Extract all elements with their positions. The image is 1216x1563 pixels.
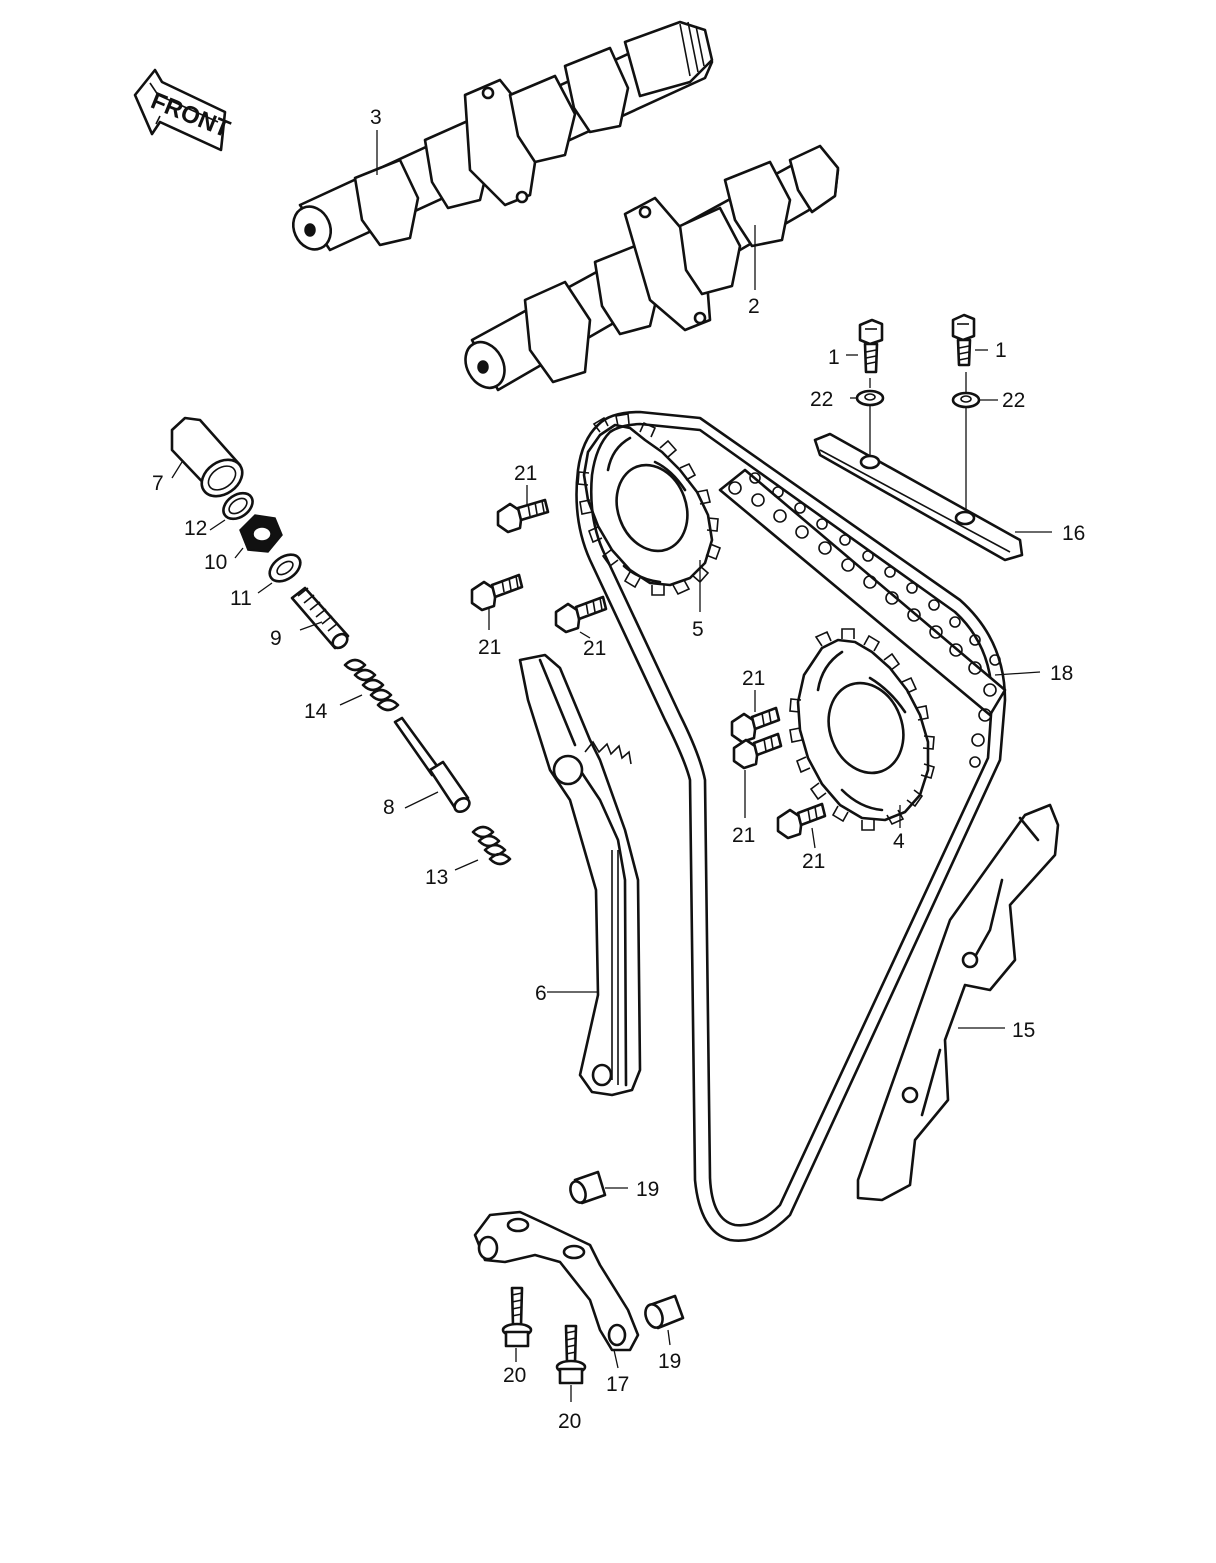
callout-13: 13 xyxy=(425,866,448,889)
callout-16: 16 xyxy=(1062,522,1085,545)
bolt-21-c xyxy=(554,595,608,634)
callout-21-b: 21 xyxy=(478,636,501,659)
callout-19-lower: 19 xyxy=(658,1350,681,1373)
bolt-21-f xyxy=(776,802,827,840)
callout-20-left: 20 xyxy=(503,1364,526,1387)
bolt-1-left xyxy=(858,318,884,374)
sprocket-5 xyxy=(577,413,722,596)
push-rod-8 xyxy=(393,716,471,814)
bolt-21-a xyxy=(496,498,550,534)
washer-22-left xyxy=(855,389,885,407)
leader-lines xyxy=(171,130,1052,1402)
callout-18: 18 xyxy=(1050,662,1073,685)
callout-5: 5 xyxy=(692,618,704,641)
callout-7: 7 xyxy=(152,472,164,495)
spring-14 xyxy=(343,658,400,712)
chain-guide-15 xyxy=(856,803,1060,1202)
chain-guide-16 xyxy=(813,432,1024,562)
callout-21-e: 21 xyxy=(732,824,755,847)
washer-22-right xyxy=(951,391,981,409)
tensioner-cap-7 xyxy=(170,416,244,498)
callout-1-left: 1 xyxy=(828,346,840,369)
callout-21-f: 21 xyxy=(802,850,825,873)
callout-3: 3 xyxy=(370,106,382,129)
washer-11 xyxy=(268,553,302,583)
bracket-17 xyxy=(473,1210,640,1352)
callout-11: 11 xyxy=(230,587,252,610)
cam-chain-18 xyxy=(575,410,1007,1242)
callout-14: 14 xyxy=(304,700,328,723)
bolt-21-d xyxy=(730,706,781,744)
bolt-1-right xyxy=(951,313,976,367)
callout-22-right: 22 xyxy=(1002,389,1025,412)
callout-6: 6 xyxy=(535,982,547,1005)
bolt-20-right xyxy=(555,1324,587,1385)
callout-10: 10 xyxy=(204,551,227,574)
callout-4: 4 xyxy=(893,830,905,853)
camshaft-3 xyxy=(291,20,714,252)
callout-21-d: 21 xyxy=(742,667,765,690)
callout-21-c: 21 xyxy=(583,637,606,660)
front-arrow-icon: FRONT xyxy=(133,68,234,152)
callout-22-left: 22 xyxy=(810,388,833,411)
callout-15: 15 xyxy=(1012,1019,1035,1042)
spring-13 xyxy=(471,825,512,866)
callout-1-right: 1 xyxy=(995,339,1007,362)
bolt-21-e xyxy=(732,732,783,770)
camshaft-2 xyxy=(464,144,840,392)
nut-10 xyxy=(239,514,283,553)
callout-12: 12 xyxy=(184,517,207,540)
chain-tensioner-guide-6 xyxy=(518,653,642,1097)
bolt-21-b xyxy=(470,573,524,612)
callout-8: 8 xyxy=(383,796,395,819)
callout-9: 9 xyxy=(270,627,282,650)
bushing-19-upper xyxy=(569,1170,607,1205)
bushing-19-lower xyxy=(644,1294,685,1330)
callout-17: 17 xyxy=(606,1373,629,1396)
sprocket-4 xyxy=(789,628,935,831)
callout-21-a: 21 xyxy=(514,462,537,485)
callout-20-right: 20 xyxy=(558,1410,581,1433)
callout-labels: 3 2 1 1 22 22 7 12 10 11 9 14 8 13 21 21… xyxy=(152,106,1085,1433)
callout-2: 2 xyxy=(748,295,760,318)
bolt-20-left xyxy=(501,1286,533,1348)
tensioner-body-9 xyxy=(290,586,350,650)
callout-19-upper: 19 xyxy=(636,1178,659,1201)
